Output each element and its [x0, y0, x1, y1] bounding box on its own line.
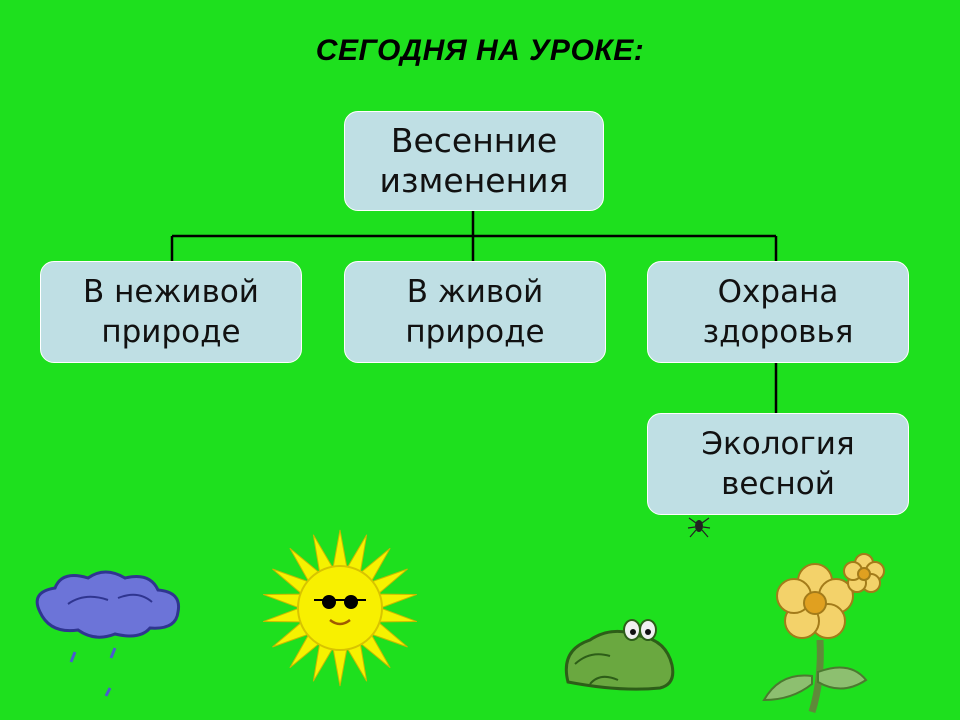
flower-icon: [762, 553, 885, 714]
sun-sunglasses-icon: [263, 529, 417, 687]
node-inanimate-nature: В неживой природе: [40, 261, 302, 363]
node-living-nature: В живой природе: [344, 261, 606, 363]
cloud-rain-icon: [35, 570, 181, 697]
spider-icon: [687, 517, 711, 538]
node-health-protection: Охрана здоровья: [647, 261, 909, 363]
node-spring-ecology: Экология весной: [647, 413, 909, 515]
node-spring-changes: Весенние изменения: [344, 111, 604, 211]
frog-icon: [564, 619, 675, 691]
slide-title: СЕГОДНЯ НА УРОКЕ:: [315, 34, 645, 67]
